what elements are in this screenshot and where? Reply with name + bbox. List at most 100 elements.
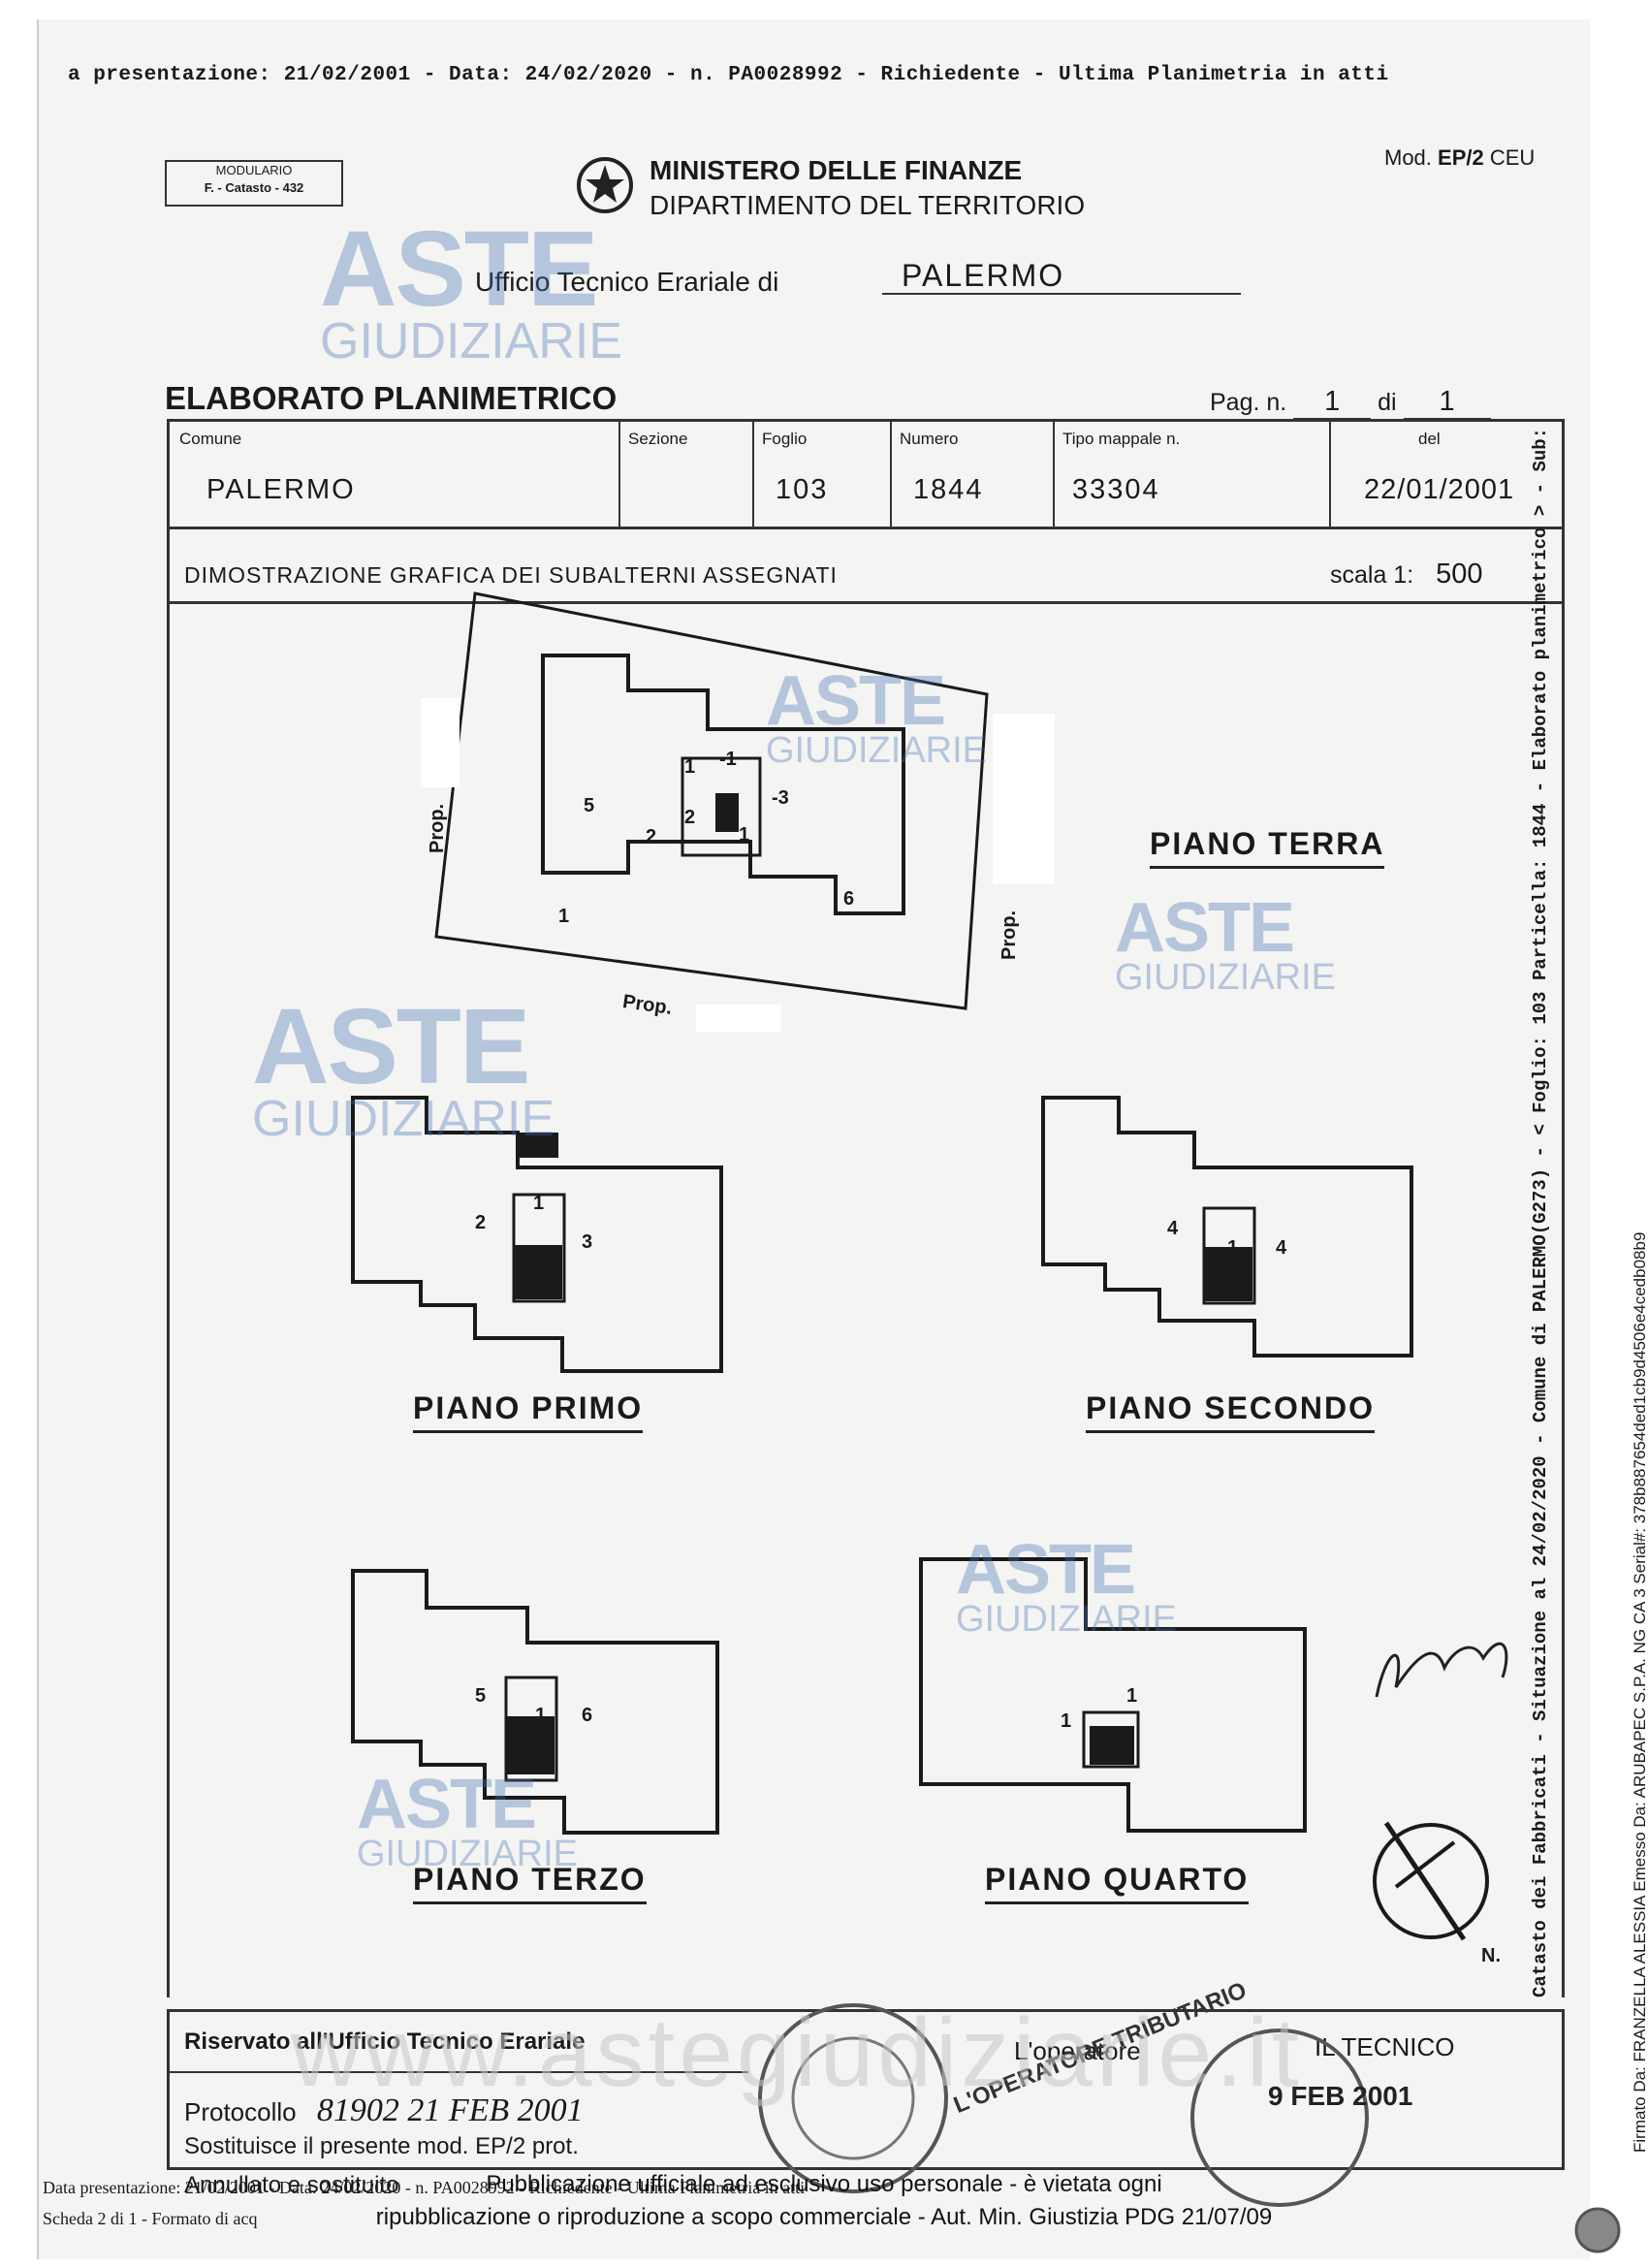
sostituisce-label: Sostituisce il presente mod. EP/2 prot. [184,2133,579,2159]
round-stamp-icon [1190,2028,1369,2207]
north-label: N. [1481,1945,1501,1966]
foglio-value: 103 [776,474,829,505]
di-label: di [1378,389,1397,416]
sub-number: 1 [1061,1710,1072,1732]
watermark-giudiziarie: GIUDIZIARIE [1115,957,1337,998]
sub-number: 2 [646,826,657,847]
reserved-divider [167,2071,748,2073]
tipo-mappale-value: 33304 [1072,474,1160,505]
drawing-area [167,601,1565,1997]
floor-label-terzo: PIANO TERZO [413,1862,647,1904]
dimostrazione-text: DIMOSTRAZIONE GRAFICA DEI SUBALTERNI ASS… [184,562,838,588]
floor-label-terra: PIANO TERRA [1150,826,1385,869]
round-stamp-icon [758,2003,948,2193]
website-watermark: www.astegiudiziarie.it [291,1998,1303,2107]
publication-notice: Pubblicazione ufficiale ad esclusivo uso… [291,2168,1357,2234]
lot-outline [434,591,989,1010]
sub-number: 6 [582,1705,593,1726]
watermark-giudiziarie: GIUDIZIARIE [357,1834,579,1874]
seal-icon [1574,2207,1621,2253]
sub-number: 6 [843,888,855,910]
cell-foglio: Foglio 103 [752,422,892,527]
mod-suffix: CEU [1489,145,1536,170]
foglio-label: Foglio [762,430,808,448]
cell-del: del 22/01/2001 [1329,422,1556,527]
cell-sezione: Sezione [618,422,754,527]
sub-number: 2 [475,1212,487,1233]
modulario-box: MODULARIO F. - Catasto - 432 [165,160,343,207]
sub-number: 1 [739,824,750,846]
modulario-line1: MODULARIO [215,163,293,177]
watermark-giudiziarie: GIUDIZIARIE [320,313,623,369]
digital-signature-text: Firmato Da: FRANZELLA ALESSIA Emesso Da:… [1631,1231,1648,2153]
prop-label-right: Prop. [998,910,1020,960]
protocollo-value: 81902 21 FEB 2001 [316,2092,584,2128]
watermark-aste: ASTE [1115,889,1295,967]
redaction-block [421,698,460,787]
watermark-aste: ASTE [956,1531,1136,1609]
piano-primo-top-fill [516,1133,558,1158]
tecnico-label: IL TECNICO [1315,2032,1455,2061]
mod-label: Mod. [1384,145,1432,170]
del-value: 22/01/2001 [1364,474,1515,505]
piano-primo-outline [351,1096,723,1373]
ministry-title: MINISTERO DELLE FINANZE [650,155,1023,185]
sub-number: 3 [582,1231,593,1253]
del-label: del [1418,430,1441,448]
piano-quarto-outline [919,1557,1307,1833]
numero-label: Numero [900,430,959,448]
cell-numero: Numero 1844 [890,422,1055,527]
sub-number: 1 [1227,1237,1239,1259]
footer-line2: Scheda 2 di 1 - Formato di acq [43,2209,258,2228]
sub-number: 1 [684,756,696,778]
watermark-giudiziarie: GIUDIZIARIE [956,1599,1178,1640]
piano-quarto-stair [1082,1710,1140,1769]
watermark-giudiziarie: GIUDIZIARIE [252,1091,555,1147]
sub-number: -3 [772,787,789,809]
watermark-aste: ASTE [357,1766,537,1843]
riservato-label: Riservato all'Ufficio Tecnico Erariale [184,2028,586,2055]
sub-number: 1 [533,1193,545,1214]
aste-watermark: ASTE GIUDIZIARIE [252,987,555,1147]
tipo-mappale-label: Tipo mappale n. [1062,430,1181,448]
cell-comune: Comune PALERMO [170,422,620,527]
vertical-cadastral-text: Catasto dei Fabbricati - Situazione al 2… [1530,427,1551,1997]
watermark-aste: ASTE [252,987,530,1106]
modulario-line2: F. - Catasto - 432 [204,180,304,195]
watermark-aste: ASTE [766,662,946,740]
ufficio-underline [882,293,1241,295]
piano-terra-outline [541,654,905,915]
department-title: DIPARTIMENTO DEL TERRITORIO [650,190,1086,220]
aste-watermark: ASTE GIUDIZIARIE [766,662,988,771]
aste-watermark: ASTE GIUDIZIARIE [357,1766,579,1874]
scala-value: 500 [1436,559,1483,590]
scala-label: scala 1: [1330,561,1414,589]
protocollo-row: Protocollo 81902 21 FEB 2001 [184,2092,584,2129]
piano-terra-stair [681,756,762,857]
date-stamp: 9 FEB 2001 [1268,2081,1413,2111]
sub-number: 4 [1276,1237,1287,1259]
ufficio-label: Ufficio Tecnico Erariale di [475,267,779,297]
floor-label-quarto: PIANO QUARTO [985,1862,1250,1904]
sub-number: 1 [535,1705,547,1726]
sub-number: 5 [475,1685,487,1707]
north-arrow-icon [1373,1821,1489,1941]
sub-number: 5 [584,795,595,816]
sub-number: 2 [684,807,696,828]
publication-line1: Pubblicazione ufficiale ad esclusivo uso… [486,2171,1162,2197]
sub-number: 1 [558,906,570,927]
publication-line2: ripubblicazione o riproduzione a scopo c… [375,2204,1273,2230]
ufficio-value: PALERMO [902,258,1065,293]
floor-label-primo: PIANO PRIMO [413,1390,644,1433]
prop-label-left: Prop. [427,803,448,853]
watermark-aste: ASTE [320,209,598,329]
sub-number: 4 [1167,1218,1179,1239]
piano-secondo-stair-fill [1204,1247,1252,1301]
ufficio-reserved-box [167,2009,1565,2170]
piano-primo-stair-fill [514,1245,562,1299]
watermark-giudiziarie: GIUDIZIARIE [766,730,988,771]
republic-emblem-icon [577,157,633,213]
cell-tipo-mappale: Tipo mappale n. 33304 [1053,422,1331,527]
aste-watermark: ASTE GIUDIZIARIE [1115,889,1337,998]
